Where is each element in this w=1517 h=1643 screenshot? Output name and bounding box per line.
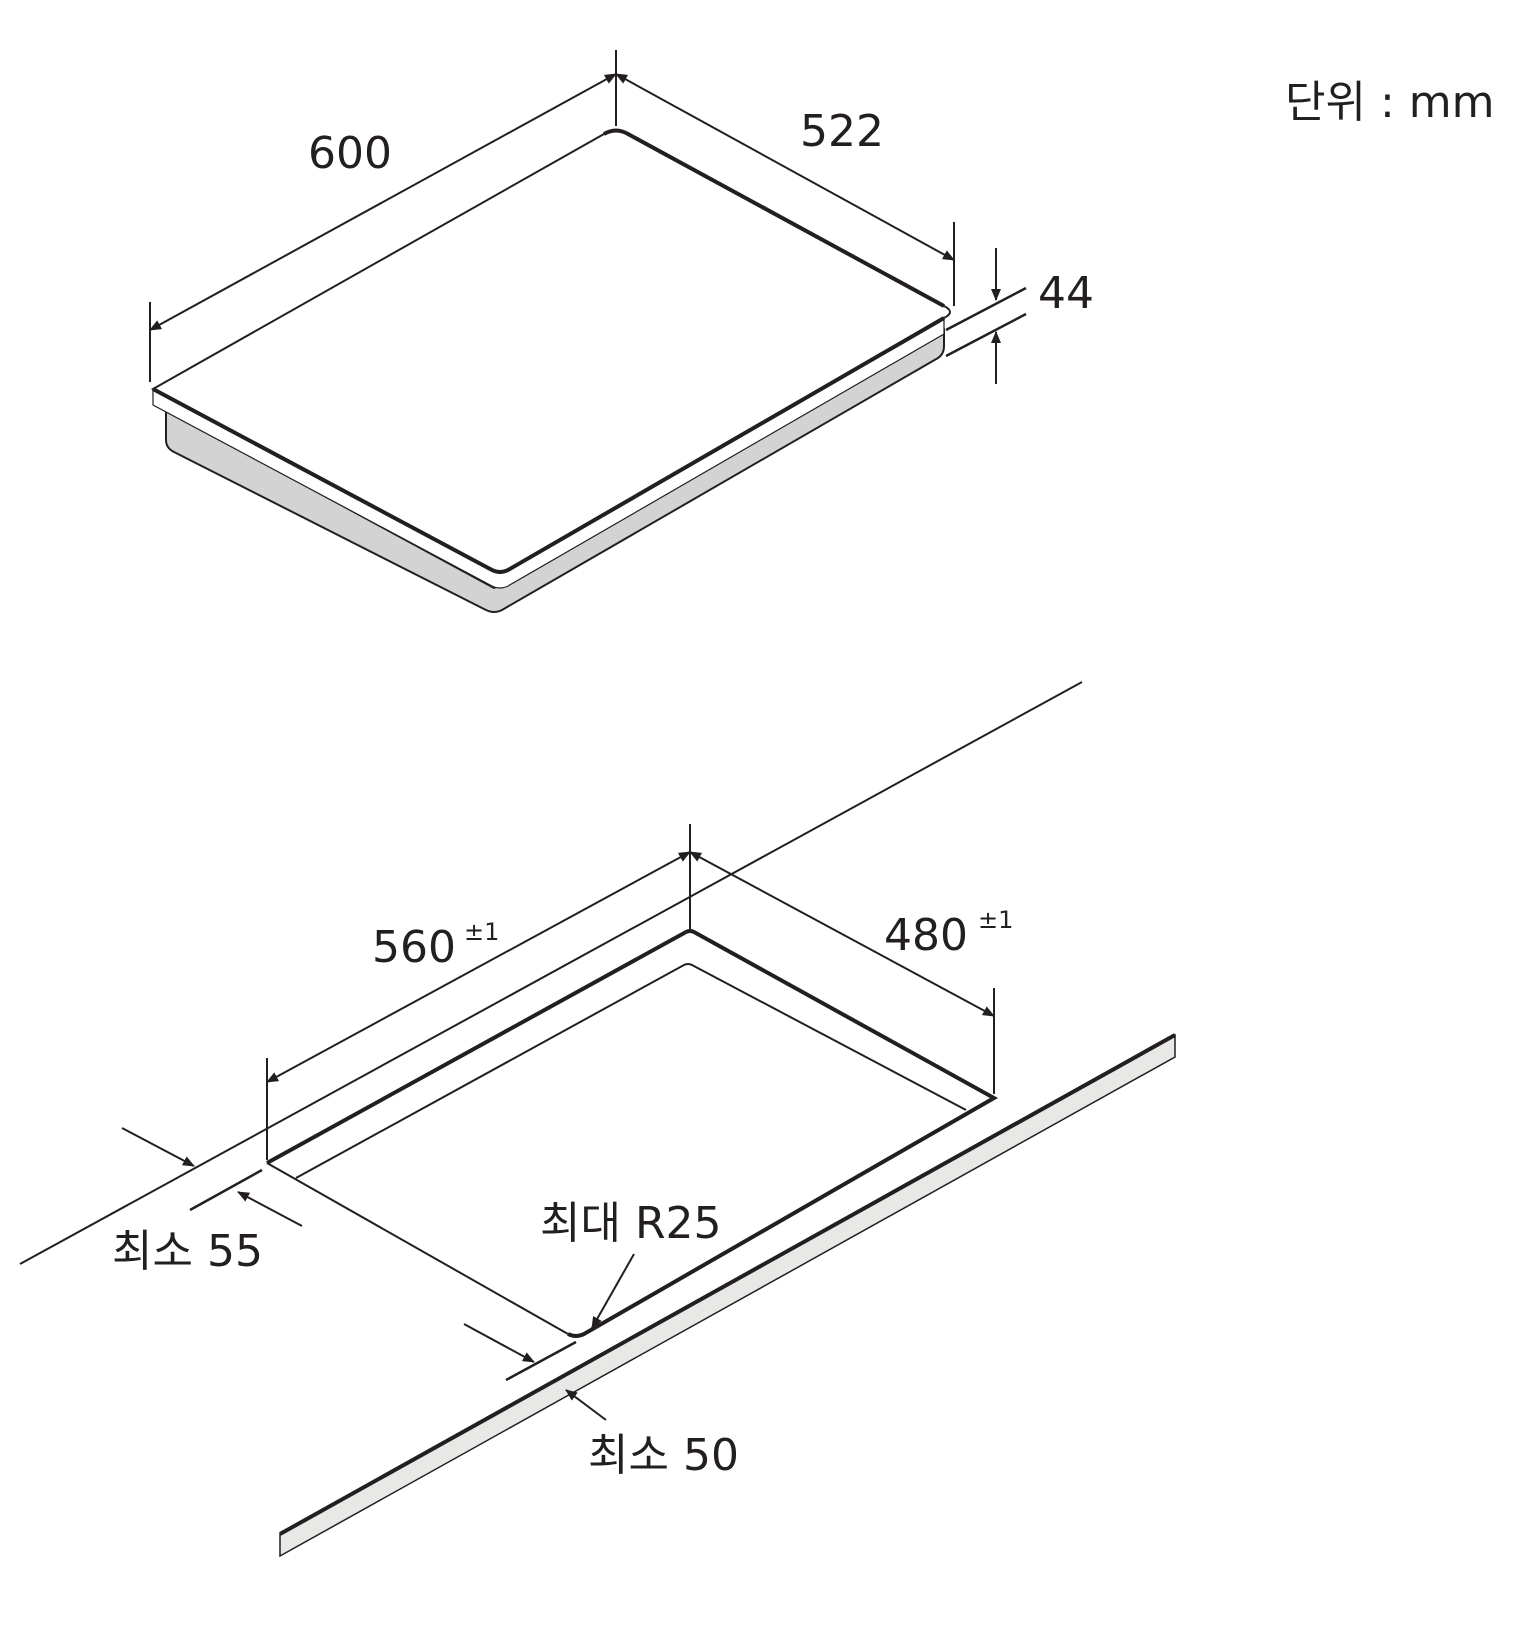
cooktop-width-label: 600 bbox=[308, 128, 392, 179]
min-front-clearance-label: 최소 50 bbox=[588, 1430, 739, 1481]
dimension-cutout-width: 560 ±1 bbox=[266, 824, 691, 1160]
cutout-depth-tolerance: ±1 bbox=[978, 906, 1013, 934]
cooktop-height-label: 44 bbox=[1038, 268, 1094, 319]
cutout-width-tolerance: ±1 bbox=[464, 918, 499, 946]
cutout-opening bbox=[266, 929, 999, 1338]
unit-label: 단위 : mm bbox=[1285, 77, 1495, 128]
corner-radius-label: 최대 R25 bbox=[540, 1198, 722, 1249]
dimension-cooktop-width: 600 bbox=[149, 50, 617, 382]
dimension-min-front-clearance: 최소 50 bbox=[463, 1323, 739, 1481]
dimension-cutout-depth: 480 ±1 bbox=[689, 851, 1013, 1094]
min-back-clearance-label: 최소 55 bbox=[112, 1226, 263, 1277]
cooktop-glass-top bbox=[150, 129, 951, 573]
cutout-width-label: 560 bbox=[372, 922, 456, 973]
cooktop-illustration bbox=[150, 128, 951, 613]
cooktop-depth-label: 522 bbox=[800, 106, 884, 157]
countertop-illustration bbox=[19, 681, 1176, 1558]
dimension-min-back-clearance: 최소 55 bbox=[112, 1127, 303, 1277]
cutout-depth-label: 480 bbox=[884, 910, 968, 961]
dimension-cooktop-depth: 522 bbox=[615, 73, 955, 306]
cooktop-side bbox=[165, 328, 945, 613]
dimension-cooktop-height: 44 bbox=[945, 248, 1094, 384]
dimension-corner-radius: 최대 R25 bbox=[540, 1198, 722, 1329]
